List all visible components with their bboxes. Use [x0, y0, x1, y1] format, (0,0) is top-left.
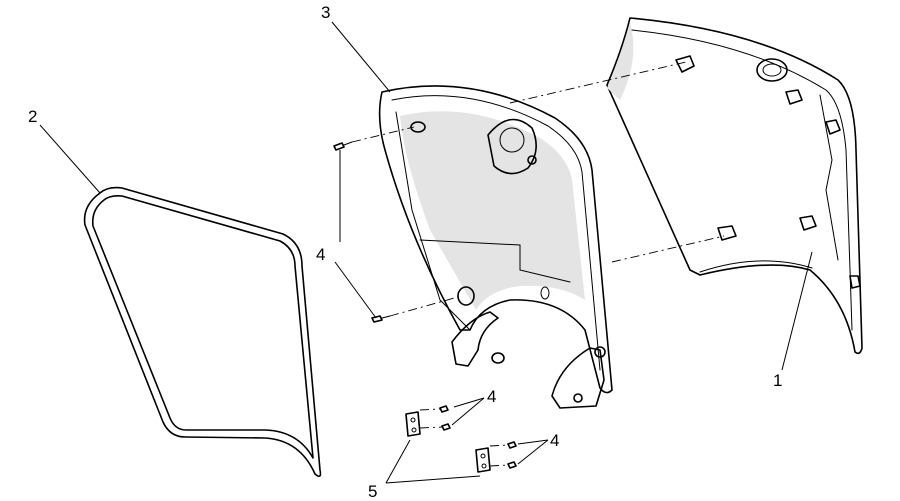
callout-1: 1: [773, 371, 782, 390]
panel-clip: [675, 55, 861, 289]
callout-4-left: 4: [316, 245, 325, 264]
inner-panel: [378, 85, 613, 409]
callout-2: 2: [28, 107, 37, 126]
callout-labels: 1 2 3 4 4 4 5: [28, 3, 782, 501]
callout-5: 5: [368, 482, 377, 501]
callout-4-upper-right: 4: [487, 387, 496, 406]
callout-4-lower-right: 4: [550, 431, 559, 450]
assembly-lines: [351, 61, 725, 467]
bracket-plate: [405, 411, 491, 473]
leader-lines: [39, 21, 813, 484]
seal-gasket: [83, 186, 322, 478]
outer-shield-panel: [606, 17, 863, 355]
screw: [333, 141, 517, 469]
callout-3: 3: [321, 3, 330, 22]
